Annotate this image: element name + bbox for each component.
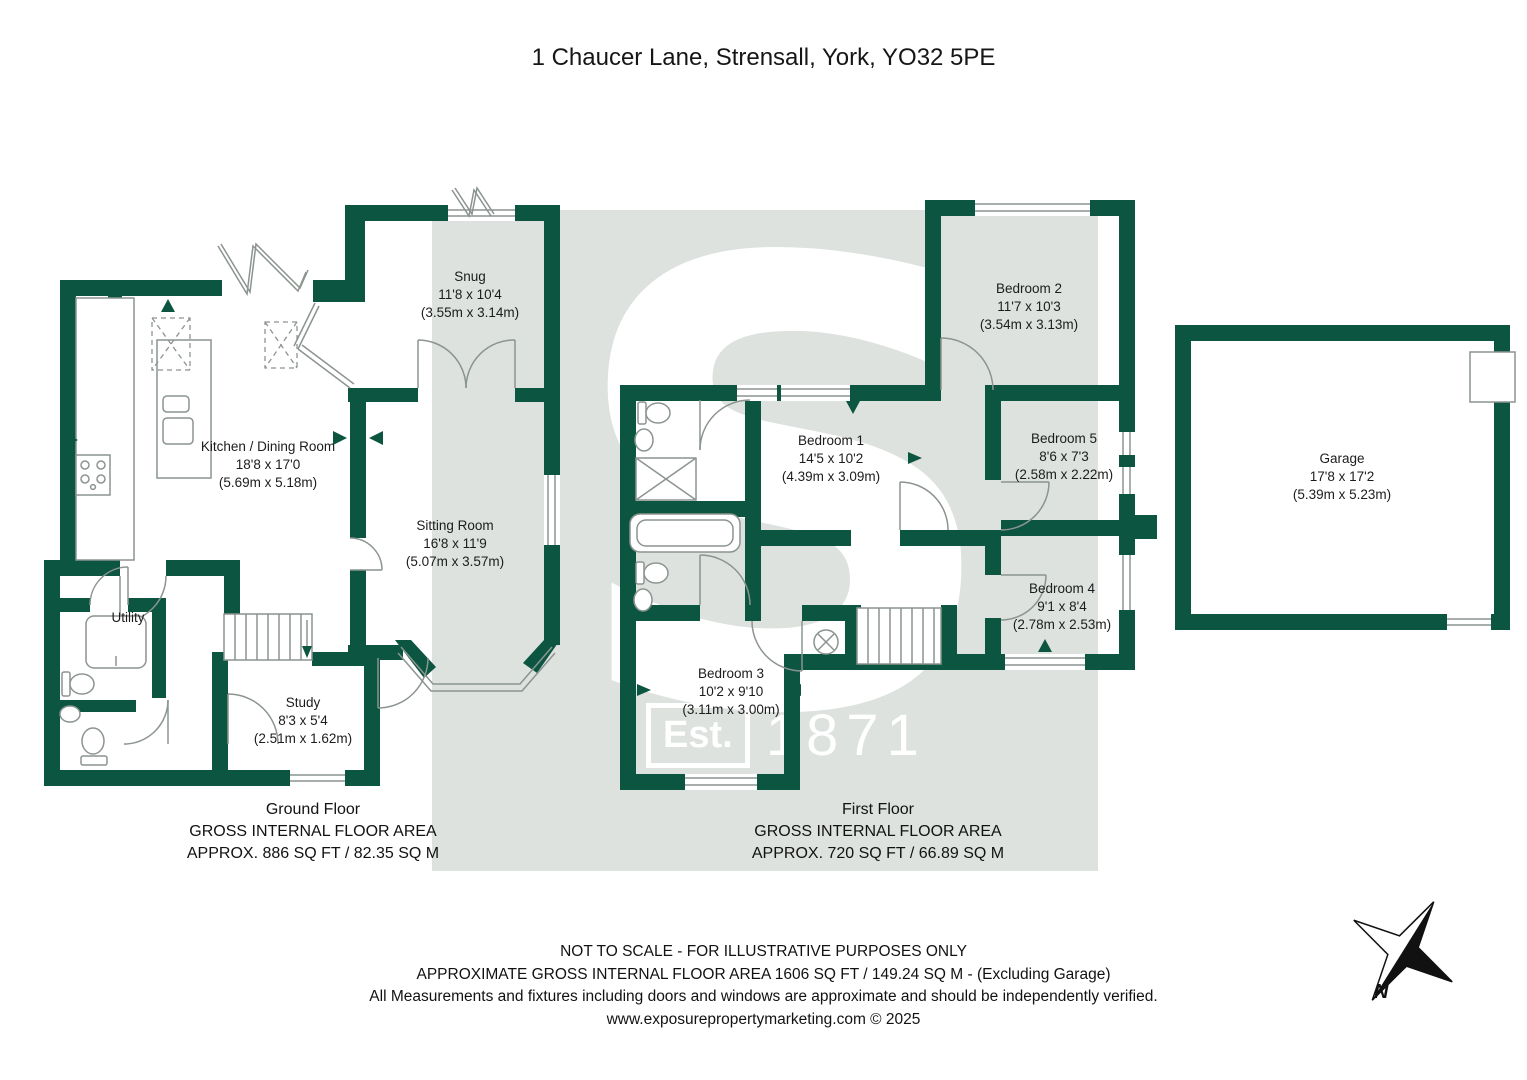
room-size-metric: (2.58m x 2.22m) [1014, 467, 1114, 482]
room-name: Utility [111, 610, 145, 625]
room-name: Bedroom 4 [1028, 581, 1096, 596]
garage-openings [1447, 351, 1516, 630]
first-markers [637, 401, 1052, 696]
skylight-icon [151, 317, 298, 371]
sink-icon [634, 428, 654, 452]
first-floor-plan [620, 200, 1157, 790]
room-size-metric: (2.51m x 1.62m) [253, 731, 353, 746]
toilet-icon [635, 561, 669, 585]
room-name: Bedroom 5 [1030, 431, 1098, 446]
compass-icon [1353, 901, 1453, 1001]
room-name: Study [285, 695, 321, 710]
rooflight-icon [813, 629, 839, 655]
kitchen-island [156, 339, 212, 479]
floor-name: First Floor [842, 801, 914, 818]
ground-floor-plan [44, 186, 560, 786]
disclaimer-line3: All Measurements and fixtures including … [369, 988, 1158, 1005]
bath-icon [629, 513, 741, 553]
room-size-imperial: 11'8 x 10'4 [438, 287, 502, 302]
room-size-imperial: 18'8 x 17'0 [235, 457, 301, 472]
room-label-utility: Utility [112, 609, 145, 627]
floor-area-line1: GROSS INTERNAL FLOOR AREA [754, 823, 1002, 840]
sink-icon [59, 705, 81, 723]
disclaimer-line1: NOT TO SCALE - FOR ILLUSTRATIVE PURPOSES… [560, 943, 967, 960]
kitchen-counter [75, 297, 135, 561]
room-name: Snug [454, 269, 486, 284]
page-title: 1 Chaucer Lane, Strensall, York, YO32 5P… [531, 44, 996, 71]
room-size-imperial: 14'5 x 10'2 [798, 451, 864, 466]
disclaimer-footer: NOT TO SCALE - FOR ILLUSTRATIVE PURPOSES… [0, 941, 1527, 1031]
shower-icon [635, 457, 697, 501]
room-name: Kitchen / Dining Room [200, 439, 336, 454]
garage-door-recess [1469, 351, 1516, 403]
disclaimer-line2: APPROXIMATE GROSS INTERNAL FLOOR AREA 16… [416, 965, 1111, 983]
first-windows [685, 200, 1135, 790]
ground-stairs [223, 613, 313, 661]
room-label-bedroom1: Bedroom 1 14'5 x 10'2 (4.39m x 3.09m) [782, 432, 880, 486]
floor-area-line2: APPROX. 886 SQ FT / 82.35 SQ M [186, 845, 440, 862]
first-doors [699, 337, 1050, 672]
room-size-metric: (5.69m x 5.18m) [218, 475, 318, 490]
room-size-metric: (2.78m x 2.53m) [1012, 617, 1112, 632]
ground-fixtures [59, 297, 298, 766]
room-size-imperial: 11'7 x 10'3 [997, 299, 1061, 314]
room-size-metric: (4.39m x 3.09m) [781, 469, 881, 484]
floor-name: Ground Floor [265, 801, 361, 818]
room-size-imperial: 8'3 x 5'4 [278, 713, 328, 728]
ground-windows [290, 205, 560, 786]
ground-markers [64, 299, 383, 447]
compass-north-label: N [1374, 981, 1389, 1003]
first-stairs [856, 607, 942, 665]
room-label-snug: Snug 11'8 x 10'4 (3.55m x 3.14m) [421, 268, 519, 322]
floor-area-line1: GROSS INTERNAL FLOOR AREA [189, 823, 437, 840]
first-floor-caption: First Floor GROSS INTERNAL FLOOR AREA AP… [752, 799, 1004, 865]
ground-walls [44, 205, 560, 786]
room-size-metric: (3.54m x 3.13m) [979, 317, 1079, 332]
room-size-metric: (3.11m x 3.00m) [682, 702, 780, 717]
sink-icon [633, 588, 653, 612]
toilet-icon [61, 671, 95, 697]
room-label-kitchen-dining: Kitchen / Dining Room 18'8 x 17'0 (5.69m… [201, 438, 335, 492]
room-name: Sitting Room [416, 518, 494, 533]
room-size-imperial: 8'6 x 7'3 [1039, 449, 1089, 464]
room-size-metric: (5.07m x 3.57m) [405, 554, 505, 569]
room-label-bedroom4: Bedroom 4 9'1 x 8'4 (2.78m x 2.53m) [1013, 580, 1111, 634]
room-label-sitting-room: Sitting Room 16'8 x 11'9 (5.07m x 3.57m) [406, 517, 504, 571]
toilet-icon [80, 727, 108, 766]
room-name: Bedroom 2 [995, 281, 1063, 296]
room-name: Garage [1319, 451, 1365, 466]
room-size-metric: (3.55m x 3.14m) [420, 305, 520, 320]
first-walls [620, 200, 1157, 790]
ground-floor-caption: Ground Floor GROSS INTERNAL FLOOR AREA A… [187, 799, 439, 865]
toilet-icon [637, 401, 671, 425]
hob-icon [75, 454, 111, 496]
room-name: Bedroom 1 [797, 433, 865, 448]
floor-area-line2: APPROX. 720 SQ FT / 66.89 SQ M [751, 845, 1005, 862]
room-label-bedroom3: Bedroom 3 10'2 x 9'10 (3.11m x 3.00m) [682, 665, 779, 719]
room-size-imperial: 10'2 x 9'10 [698, 684, 764, 699]
washer-icon [85, 615, 147, 669]
garage-plan [1175, 325, 1516, 630]
room-label-garage: Garage 17'8 x 17'2 (5.39m x 5.23m) [1293, 450, 1391, 504]
room-size-imperial: 9'1 x 8'4 [1037, 599, 1087, 614]
room-size-metric: (5.39m x 5.23m) [1292, 487, 1392, 502]
room-size-imperial: 16'8 x 11'9 [423, 536, 487, 551]
website-line: www.exposurepropertymarketing.com © 2025 [606, 1010, 921, 1028]
garage-walls [1175, 325, 1510, 630]
room-label-bedroom5: Bedroom 5 8'6 x 7'3 (2.58m x 2.22m) [1015, 430, 1113, 484]
room-size-imperial: 17'8 x 17'2 [1309, 469, 1375, 484]
room-name: Bedroom 3 [697, 666, 765, 681]
room-label-study: Study 8'3 x 5'4 (2.51m x 1.62m) [254, 694, 352, 748]
room-label-bedroom2: Bedroom 2 11'7 x 10'3 (3.54m x 3.13m) [980, 280, 1078, 334]
first-fixtures [629, 401, 839, 655]
